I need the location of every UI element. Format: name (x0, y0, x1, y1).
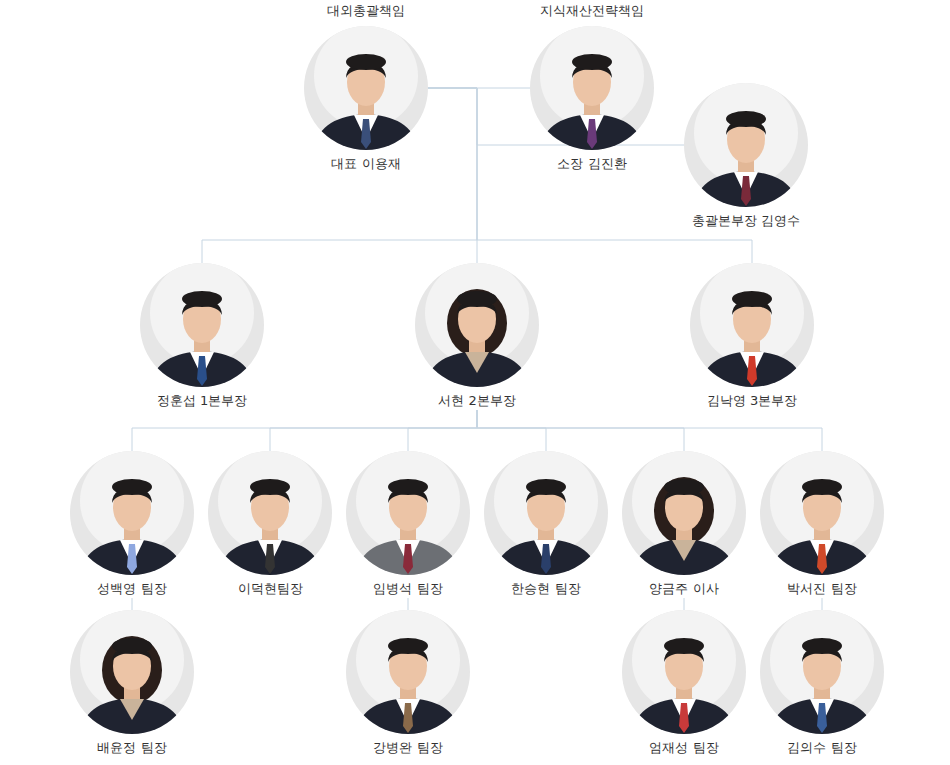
person-node: 양금주 이사 (622, 451, 746, 598)
portrait-photo (484, 451, 608, 575)
portrait-photo (346, 610, 470, 734)
person-node: 한승현 팀장 (484, 451, 608, 598)
person-name: 서현 2본부장 (436, 393, 517, 410)
portrait-photo (690, 263, 814, 387)
person-name: 총괄본부장 김영수 (690, 213, 802, 230)
portrait-photo (415, 263, 539, 387)
org-connector (132, 598, 133, 610)
portrait-photo (760, 610, 884, 734)
org-connector (684, 598, 685, 610)
portrait-photo (530, 26, 654, 150)
org-connector (477, 410, 546, 451)
person-node: 엄재성 팀장 (622, 610, 746, 757)
person-node: 박서진 팀장 (760, 451, 884, 598)
portrait-photo (684, 83, 808, 207)
person-node: 서현 2본부장 (415, 263, 539, 410)
org-connector (822, 598, 823, 610)
person-node: 이덕현팀장 (208, 451, 332, 598)
person-name: 양금주 이사 (647, 581, 720, 598)
role-title: 대외총괄책임 (325, 3, 407, 20)
person-name: 이덕현팀장 (236, 581, 305, 598)
person-name: 임병석 팀장 (371, 581, 444, 598)
person-name: 박서진 팀장 (785, 581, 858, 598)
portrait-photo (70, 451, 194, 575)
person-node: 지식재산전략책임소장 김진환 (530, 3, 654, 173)
person-node: 강병완 팀장 (346, 610, 470, 757)
org-connector (270, 410, 477, 451)
person-name: 엄재성 팀장 (647, 740, 720, 757)
org-connector (428, 88, 477, 263)
person-name: 대표 이용재 (329, 156, 402, 173)
org-connector (132, 410, 477, 451)
person-name: 한승현 팀장 (509, 581, 582, 598)
person-name: 강병완 팀장 (371, 740, 444, 757)
person-name: 성백영 팀장 (95, 581, 168, 598)
portrait-photo (304, 26, 428, 150)
person-name: 정훈섭 1본부장 (155, 393, 249, 410)
person-name: 김의수 팀장 (785, 740, 858, 757)
person-name: 소장 김진환 (555, 156, 628, 173)
role-title: 지식재산전략책임 (538, 3, 646, 20)
person-node: 임병석 팀장 (346, 451, 470, 598)
org-connector (477, 410, 822, 451)
portrait-photo (622, 610, 746, 734)
portrait-photo (140, 263, 264, 387)
portrait-photo (346, 451, 470, 575)
org-connector (408, 410, 477, 451)
person-node: 정훈섭 1본부장 (140, 263, 264, 410)
portrait-photo (760, 451, 884, 575)
person-node: 성백영 팀장 (70, 451, 194, 598)
person-node: 대외총괄책임대표 이용재 (304, 3, 428, 173)
person-name: 김낙영 3본부장 (705, 393, 799, 410)
portrait-photo (208, 451, 332, 575)
person-name: 배윤정 팀장 (95, 740, 168, 757)
org-connector (477, 410, 684, 451)
person-node: 배윤정 팀장 (70, 610, 194, 757)
person-node: 김낙영 3본부장 (690, 263, 814, 410)
portrait-photo (70, 610, 194, 734)
person-node: 김의수 팀장 (760, 610, 884, 757)
person-node: 총괄본부장 김영수 (684, 83, 808, 230)
org-connector (408, 598, 409, 610)
portrait-photo (622, 451, 746, 575)
